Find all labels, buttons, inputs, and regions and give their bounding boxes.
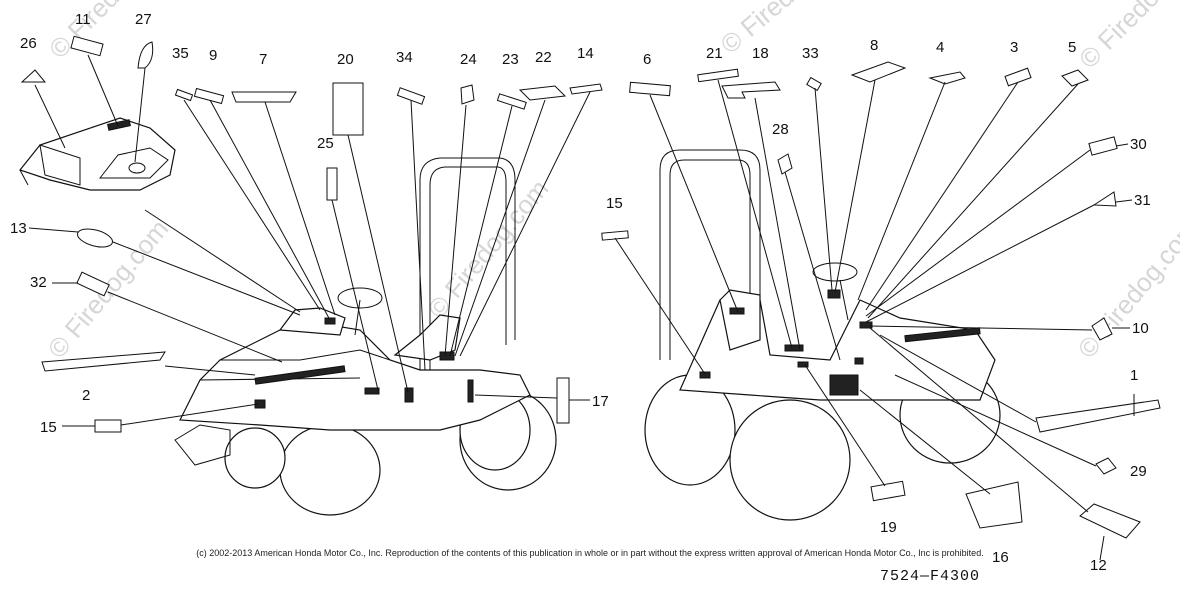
decal-11 bbox=[70, 35, 104, 57]
decal-23 bbox=[496, 93, 527, 110]
callout-15a: 15 bbox=[40, 419, 57, 436]
callout-8: 8 bbox=[870, 37, 878, 54]
decal-10 bbox=[1091, 317, 1113, 341]
callout-4: 4 bbox=[936, 39, 944, 56]
callout-20: 20 bbox=[337, 51, 354, 68]
callout-28: 28 bbox=[772, 121, 789, 138]
decal-20 bbox=[332, 82, 364, 136]
decal-15a bbox=[94, 419, 122, 433]
decal-28 bbox=[777, 153, 793, 175]
watermark-top-right: © Firedog.com bbox=[1073, 0, 1180, 74]
callout-23: 23 bbox=[502, 51, 519, 68]
watermark-mid: © Firedog.com bbox=[422, 174, 555, 324]
decal-35 bbox=[174, 88, 194, 102]
callout-29: 29 bbox=[1130, 463, 1147, 480]
decal-29 bbox=[1095, 457, 1117, 475]
callout-31: 31 bbox=[1134, 192, 1151, 209]
watermark-right: © Firedog.com bbox=[1072, 214, 1180, 364]
decal-13 bbox=[76, 228, 114, 248]
decal-24 bbox=[460, 84, 475, 105]
callout-22: 22 bbox=[535, 49, 552, 66]
decal-30 bbox=[1088, 136, 1118, 156]
callout-15b: 15 bbox=[606, 195, 623, 212]
decal-12 bbox=[1079, 503, 1141, 539]
callout-2: 2 bbox=[82, 387, 90, 404]
decal-shapes bbox=[20, 35, 1161, 539]
dashboard-inset bbox=[18, 117, 176, 191]
callout-21: 21 bbox=[706, 45, 723, 62]
callout-30: 30 bbox=[1130, 136, 1147, 153]
callout-1: 1 bbox=[1130, 367, 1138, 384]
callouts: 26 11 27 35 9 7 20 34 24 23 22 14 25 13 … bbox=[10, 11, 1151, 574]
callout-32: 32 bbox=[30, 274, 47, 291]
decal-33 bbox=[806, 76, 822, 92]
decal-32 bbox=[76, 271, 110, 297]
callout-34: 34 bbox=[396, 49, 413, 66]
callout-19: 19 bbox=[880, 519, 897, 536]
callout-7: 7 bbox=[259, 51, 267, 68]
callout-5: 5 bbox=[1068, 39, 1076, 56]
decal-8 bbox=[850, 61, 907, 83]
decal-31 bbox=[1092, 191, 1117, 207]
decal-7 bbox=[231, 91, 297, 103]
callout-10: 10 bbox=[1132, 320, 1149, 337]
watermark-top: © Firedog.com bbox=[715, 0, 865, 60]
decal-26 bbox=[20, 69, 47, 83]
callout-33: 33 bbox=[802, 45, 819, 62]
decal-19 bbox=[870, 480, 906, 502]
decal-14 bbox=[569, 83, 603, 95]
right-tractor bbox=[644, 149, 1001, 521]
callout-13: 13 bbox=[10, 220, 27, 237]
callout-9: 9 bbox=[209, 47, 217, 64]
watermark-top-left: © Firedog.com bbox=[43, 0, 185, 64]
callout-25: 25 bbox=[317, 135, 334, 152]
callout-3: 3 bbox=[1010, 39, 1018, 56]
callout-24: 24 bbox=[460, 51, 477, 68]
callout-26: 26 bbox=[20, 35, 37, 52]
callout-6: 6 bbox=[643, 51, 651, 68]
decal-4 bbox=[928, 71, 966, 85]
copyright-notice: (c) 2002-2013 American Honda Motor Co., … bbox=[196, 548, 984, 558]
leader-lines bbox=[28, 54, 1135, 561]
callout-18: 18 bbox=[752, 45, 769, 62]
callout-27: 27 bbox=[135, 11, 152, 28]
decal-1 bbox=[1035, 399, 1161, 433]
callout-14: 14 bbox=[577, 45, 594, 62]
callout-11: 11 bbox=[75, 11, 91, 28]
decal-2 bbox=[41, 351, 166, 372]
callout-12: 12 bbox=[1090, 557, 1107, 574]
decal-21 bbox=[697, 68, 739, 83]
left-tractor bbox=[174, 157, 557, 516]
callout-17: 17 bbox=[592, 393, 609, 410]
decal-25 bbox=[326, 167, 338, 201]
callout-35: 35 bbox=[172, 45, 189, 62]
decal-34 bbox=[396, 87, 426, 105]
figure-code: 7524—F4300 bbox=[880, 568, 981, 585]
callout-16: 16 bbox=[992, 549, 1009, 566]
decal-27 bbox=[137, 41, 154, 69]
decal-16 bbox=[965, 481, 1023, 529]
decal-17 bbox=[556, 377, 570, 424]
decal-18 bbox=[721, 81, 781, 99]
decal-9 bbox=[193, 87, 225, 105]
decal-3 bbox=[1004, 67, 1032, 87]
decal-6 bbox=[629, 81, 671, 97]
decal-5 bbox=[1061, 69, 1089, 87]
decal-22 bbox=[518, 85, 567, 101]
